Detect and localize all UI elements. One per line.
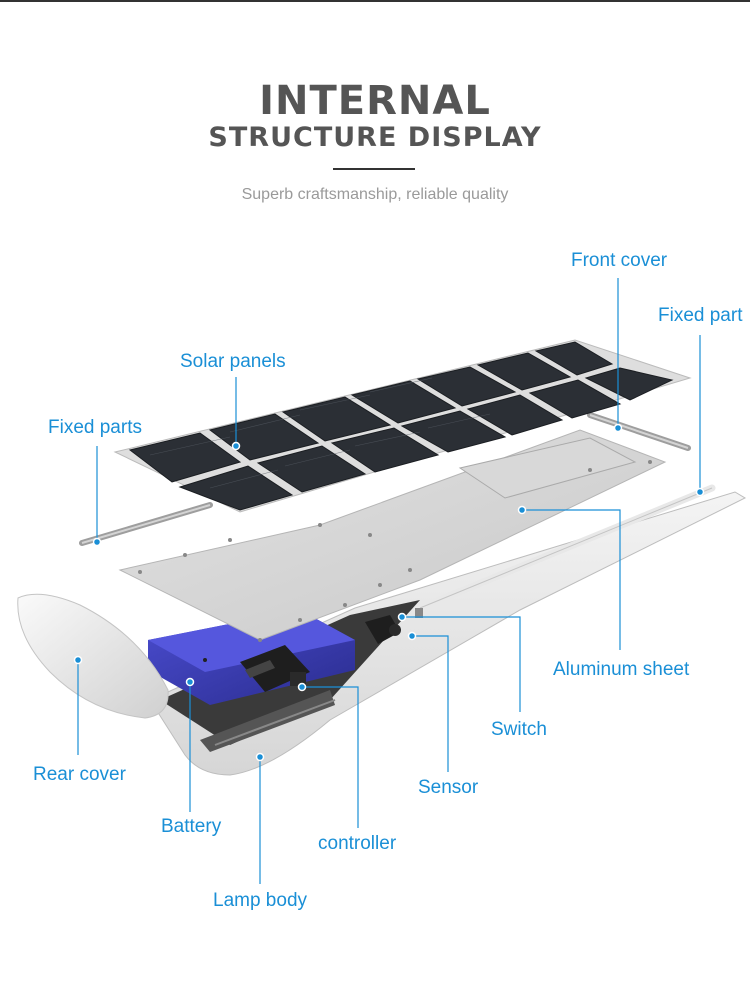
top-border [0, 0, 750, 2]
label-fixed-parts: Fixed parts [48, 417, 142, 438]
leader-lines [77, 278, 701, 884]
label-rear-cover: Rear cover [33, 764, 126, 785]
title-divider [333, 168, 415, 170]
page-title: INTERNAL [259, 78, 491, 124]
rear-cover [17, 593, 169, 719]
page-title-line2: STRUCTURE DISPLAY [208, 122, 542, 153]
label-battery: Battery [161, 816, 222, 837]
label-aluminum-sheet: Aluminum sheet [553, 659, 690, 680]
fixed-part-tube-edge [419, 487, 713, 609]
label-controller: controller [318, 833, 397, 854]
label-fixed-part: Fixed part [658, 305, 743, 326]
leader-dots [73, 423, 705, 762]
controller [240, 645, 310, 692]
switch [365, 608, 423, 644]
label-front-cover: Front cover [571, 250, 668, 271]
label-lamp-body: Lamp body [213, 890, 308, 911]
front-cover-rod-shine [589, 414, 689, 449]
fixed-parts-rod-shine [81, 504, 211, 544]
label-solar-panels: Solar panels [180, 351, 286, 372]
label-switch: Switch [491, 719, 547, 740]
page-subtitle: Superb craftsmanship, reliable quality [241, 186, 509, 203]
aluminum-sheet [118, 429, 667, 642]
label-sensor: Sensor [418, 777, 479, 798]
